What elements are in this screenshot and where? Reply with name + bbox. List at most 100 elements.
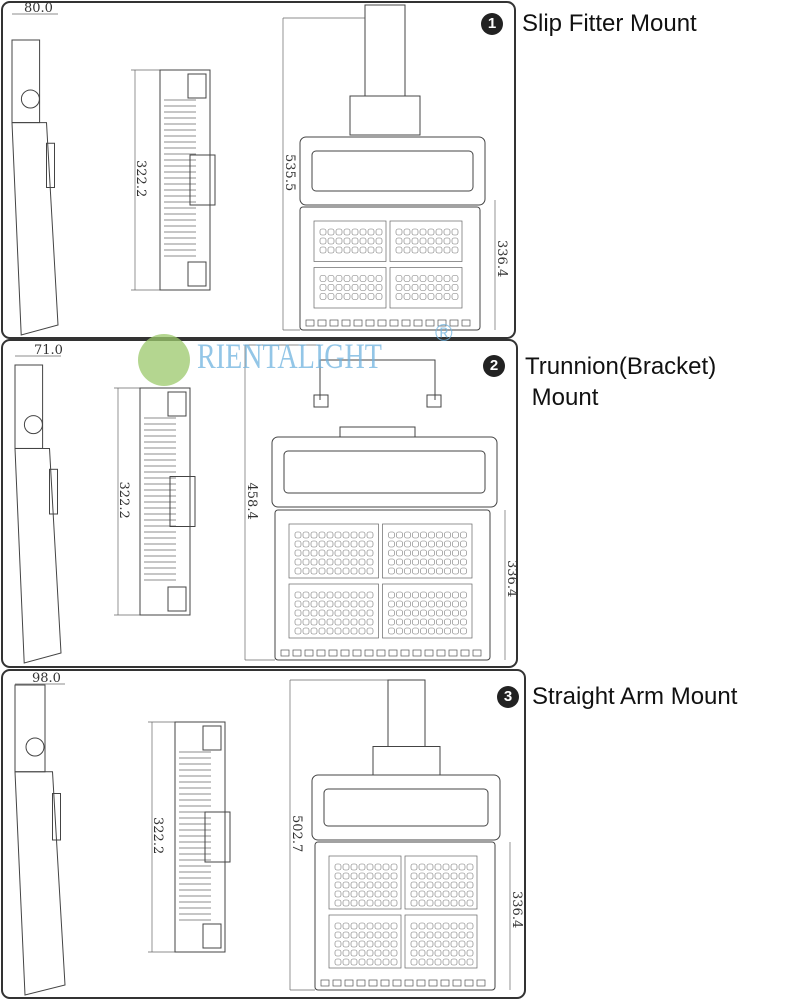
led-lens bbox=[390, 863, 398, 871]
led-lens bbox=[294, 609, 302, 617]
heatsink-connector bbox=[189, 154, 216, 206]
led-lens bbox=[418, 881, 426, 889]
led-lens bbox=[466, 940, 474, 948]
led-lens bbox=[403, 284, 411, 291]
led-lens bbox=[427, 237, 435, 245]
led-lens bbox=[350, 618, 358, 626]
led-lens bbox=[342, 567, 350, 575]
vent-slot bbox=[332, 979, 342, 987]
led-lens bbox=[395, 228, 403, 236]
driver-housing bbox=[271, 436, 498, 508]
led-lens bbox=[334, 618, 342, 626]
led-lens bbox=[294, 558, 302, 566]
led-lens bbox=[367, 293, 375, 300]
led-lens bbox=[343, 293, 351, 300]
side-view: 80.0 bbox=[11, 1, 59, 336]
led-lens bbox=[367, 284, 375, 291]
led-lens bbox=[444, 627, 451, 635]
led-lens bbox=[411, 284, 419, 291]
vent-slot bbox=[280, 649, 290, 657]
led-lens bbox=[358, 940, 366, 948]
side-width-label: 71.0 bbox=[34, 343, 63, 358]
vent-slot bbox=[341, 319, 351, 327]
led-lens bbox=[343, 237, 351, 245]
led-lens bbox=[335, 246, 343, 254]
led-lens bbox=[436, 591, 443, 599]
led-lens bbox=[310, 558, 318, 566]
led-lens bbox=[359, 284, 367, 291]
led-module bbox=[404, 914, 478, 969]
led-lens bbox=[452, 531, 459, 539]
led-lens bbox=[302, 531, 310, 539]
vent-slot bbox=[292, 649, 302, 657]
led-lens bbox=[466, 949, 474, 957]
lamp-height-label: 336.4 bbox=[509, 891, 524, 928]
led-lens bbox=[450, 949, 458, 957]
led-lens bbox=[428, 600, 435, 608]
led-lens bbox=[366, 558, 374, 566]
led-lens bbox=[460, 531, 467, 539]
led-lens bbox=[436, 549, 443, 557]
vent-slot bbox=[476, 979, 486, 987]
heatsink-view: 322.2 bbox=[114, 387, 196, 616]
vent-slot bbox=[304, 649, 314, 657]
led-lens bbox=[420, 540, 427, 548]
led-lens bbox=[294, 618, 302, 626]
led-lens bbox=[326, 609, 334, 617]
led-lens bbox=[366, 872, 374, 880]
led-lens bbox=[358, 922, 366, 930]
led-lens bbox=[395, 237, 403, 245]
led-lens bbox=[327, 284, 335, 291]
led-lens bbox=[334, 940, 342, 948]
led-lens bbox=[395, 246, 403, 254]
driver-window bbox=[311, 150, 474, 192]
led-lens bbox=[404, 558, 411, 566]
led-lens bbox=[460, 600, 467, 608]
led-lens bbox=[388, 591, 395, 599]
led-lens bbox=[367, 246, 375, 254]
led-lens bbox=[390, 872, 398, 880]
led-lens bbox=[396, 567, 403, 575]
led-lens bbox=[366, 863, 374, 871]
led-lens bbox=[342, 890, 350, 898]
vent-slot bbox=[377, 319, 387, 327]
led-lens bbox=[450, 931, 458, 939]
led-lens bbox=[427, 293, 435, 300]
led-lens bbox=[294, 531, 302, 539]
led-lens bbox=[396, 531, 403, 539]
led-lens bbox=[334, 863, 342, 871]
led-lens bbox=[310, 600, 318, 608]
led-lens bbox=[395, 284, 403, 291]
vent-slot bbox=[401, 319, 411, 327]
vent-slot bbox=[461, 319, 471, 327]
led-lens bbox=[460, 540, 467, 548]
led-lens bbox=[334, 881, 342, 889]
led-lens bbox=[436, 540, 443, 548]
led-lens bbox=[350, 558, 358, 566]
led-lens bbox=[358, 558, 366, 566]
vent-slot bbox=[425, 319, 435, 327]
led-lens bbox=[302, 627, 310, 635]
led-lens bbox=[403, 275, 411, 282]
led-lens bbox=[382, 922, 390, 930]
led-lens bbox=[466, 863, 474, 871]
panel-1-title: Slip Fitter Mount bbox=[522, 10, 697, 37]
led-lens bbox=[302, 618, 310, 626]
led-lens bbox=[458, 872, 466, 880]
led-lens bbox=[436, 618, 443, 626]
led-lens bbox=[420, 549, 427, 557]
heatsink-length-label: 322.2 bbox=[133, 160, 148, 197]
led-lens bbox=[412, 540, 419, 548]
side-bracket bbox=[14, 364, 44, 449]
led-lens bbox=[444, 531, 451, 539]
led-lens bbox=[442, 899, 450, 907]
led-lens bbox=[466, 922, 474, 930]
registered-mark: ® bbox=[435, 320, 453, 347]
led-lens bbox=[294, 627, 302, 635]
led-lens bbox=[403, 246, 411, 254]
vent-slot bbox=[316, 649, 326, 657]
led-lens bbox=[318, 618, 326, 626]
led-lens bbox=[458, 899, 466, 907]
led-lens bbox=[460, 618, 467, 626]
led-lens bbox=[466, 881, 474, 889]
